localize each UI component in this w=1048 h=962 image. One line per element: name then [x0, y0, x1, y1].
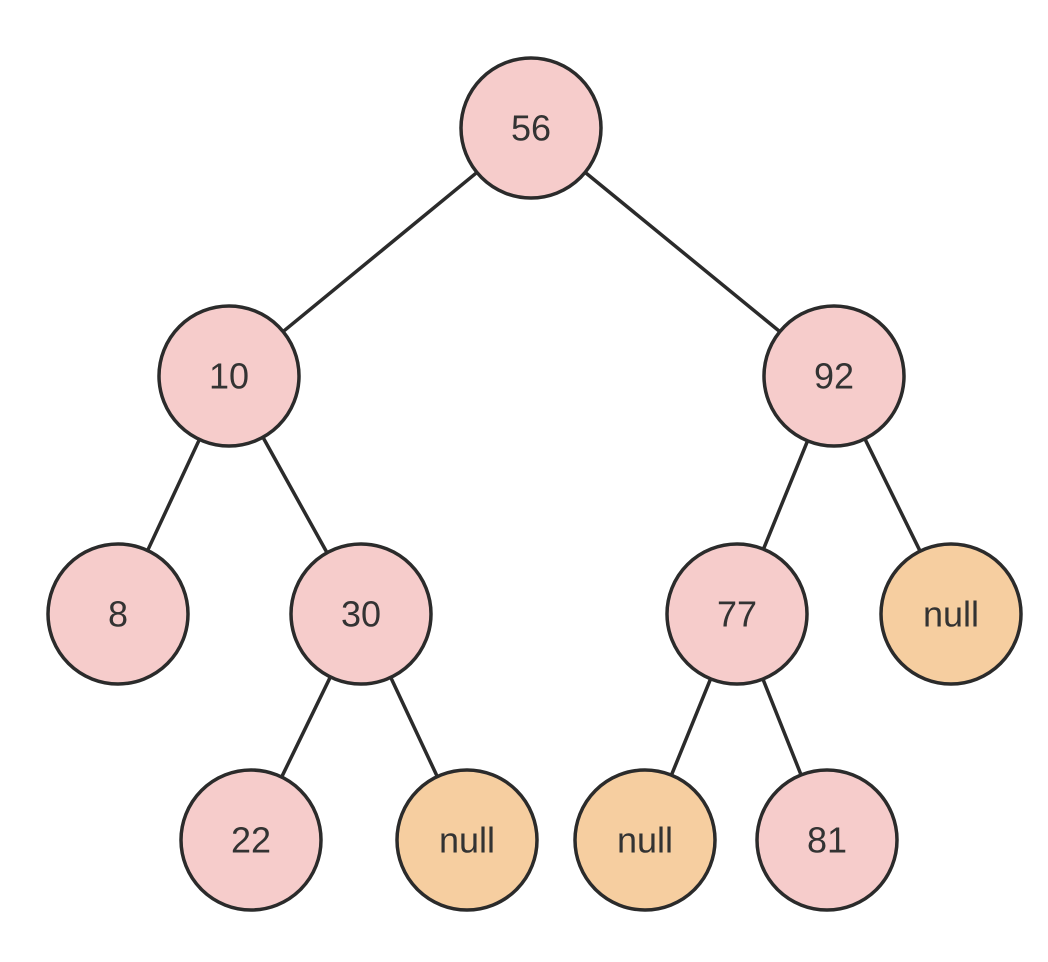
edge-n77-null3	[669, 677, 713, 777]
node-circle	[665, 542, 809, 686]
edge-n10-n8	[145, 437, 202, 553]
null-node-null3: null	[573, 768, 717, 912]
tree-node-n56: 56	[459, 56, 603, 200]
node-label: 77	[717, 594, 757, 635]
edge-n56-n10	[281, 170, 479, 334]
node-circle	[459, 56, 603, 200]
node-circle	[157, 304, 301, 448]
edge-n30-n22	[279, 675, 333, 779]
node-label: null	[439, 820, 495, 861]
edge-n92-null1	[863, 437, 922, 553]
node-circle	[755, 768, 899, 912]
node-circle	[762, 304, 906, 448]
edge-n77-n81	[761, 677, 803, 777]
node-label: null	[617, 820, 673, 861]
node-circle	[179, 768, 323, 912]
node-circle	[879, 542, 1023, 686]
node-label: 92	[814, 356, 854, 397]
node-circle	[46, 542, 190, 686]
node-label: 8	[108, 594, 128, 635]
edge-n56-n92	[583, 170, 782, 334]
node-circle	[289, 542, 433, 686]
edge-n92-n77	[761, 439, 810, 551]
tree-node-n92: 92	[762, 304, 906, 448]
null-node-null2: null	[395, 768, 539, 912]
tree-node-n30: 30	[289, 542, 433, 686]
node-circle	[395, 768, 539, 912]
edge-n30-null2	[388, 675, 440, 779]
node-label: 56	[511, 108, 551, 149]
node-label: 81	[807, 820, 847, 861]
node-circle	[573, 768, 717, 912]
edge-n10-n30	[261, 435, 329, 555]
node-label: 22	[231, 820, 271, 861]
null-node-null1: null	[879, 542, 1023, 686]
tree-node-n10: 10	[157, 304, 301, 448]
node-label: 30	[341, 594, 381, 635]
tree-node-n77: 77	[665, 542, 809, 686]
tree-node-n81: 81	[755, 768, 899, 912]
nodes-layer: 56 10 92 8 30 77 null 22 null null 81	[46, 56, 1023, 912]
tree-node-n22: 22	[179, 768, 323, 912]
node-label: null	[923, 594, 979, 635]
edges-layer	[145, 170, 922, 779]
node-label: 10	[209, 356, 249, 397]
tree-node-n8: 8	[46, 542, 190, 686]
